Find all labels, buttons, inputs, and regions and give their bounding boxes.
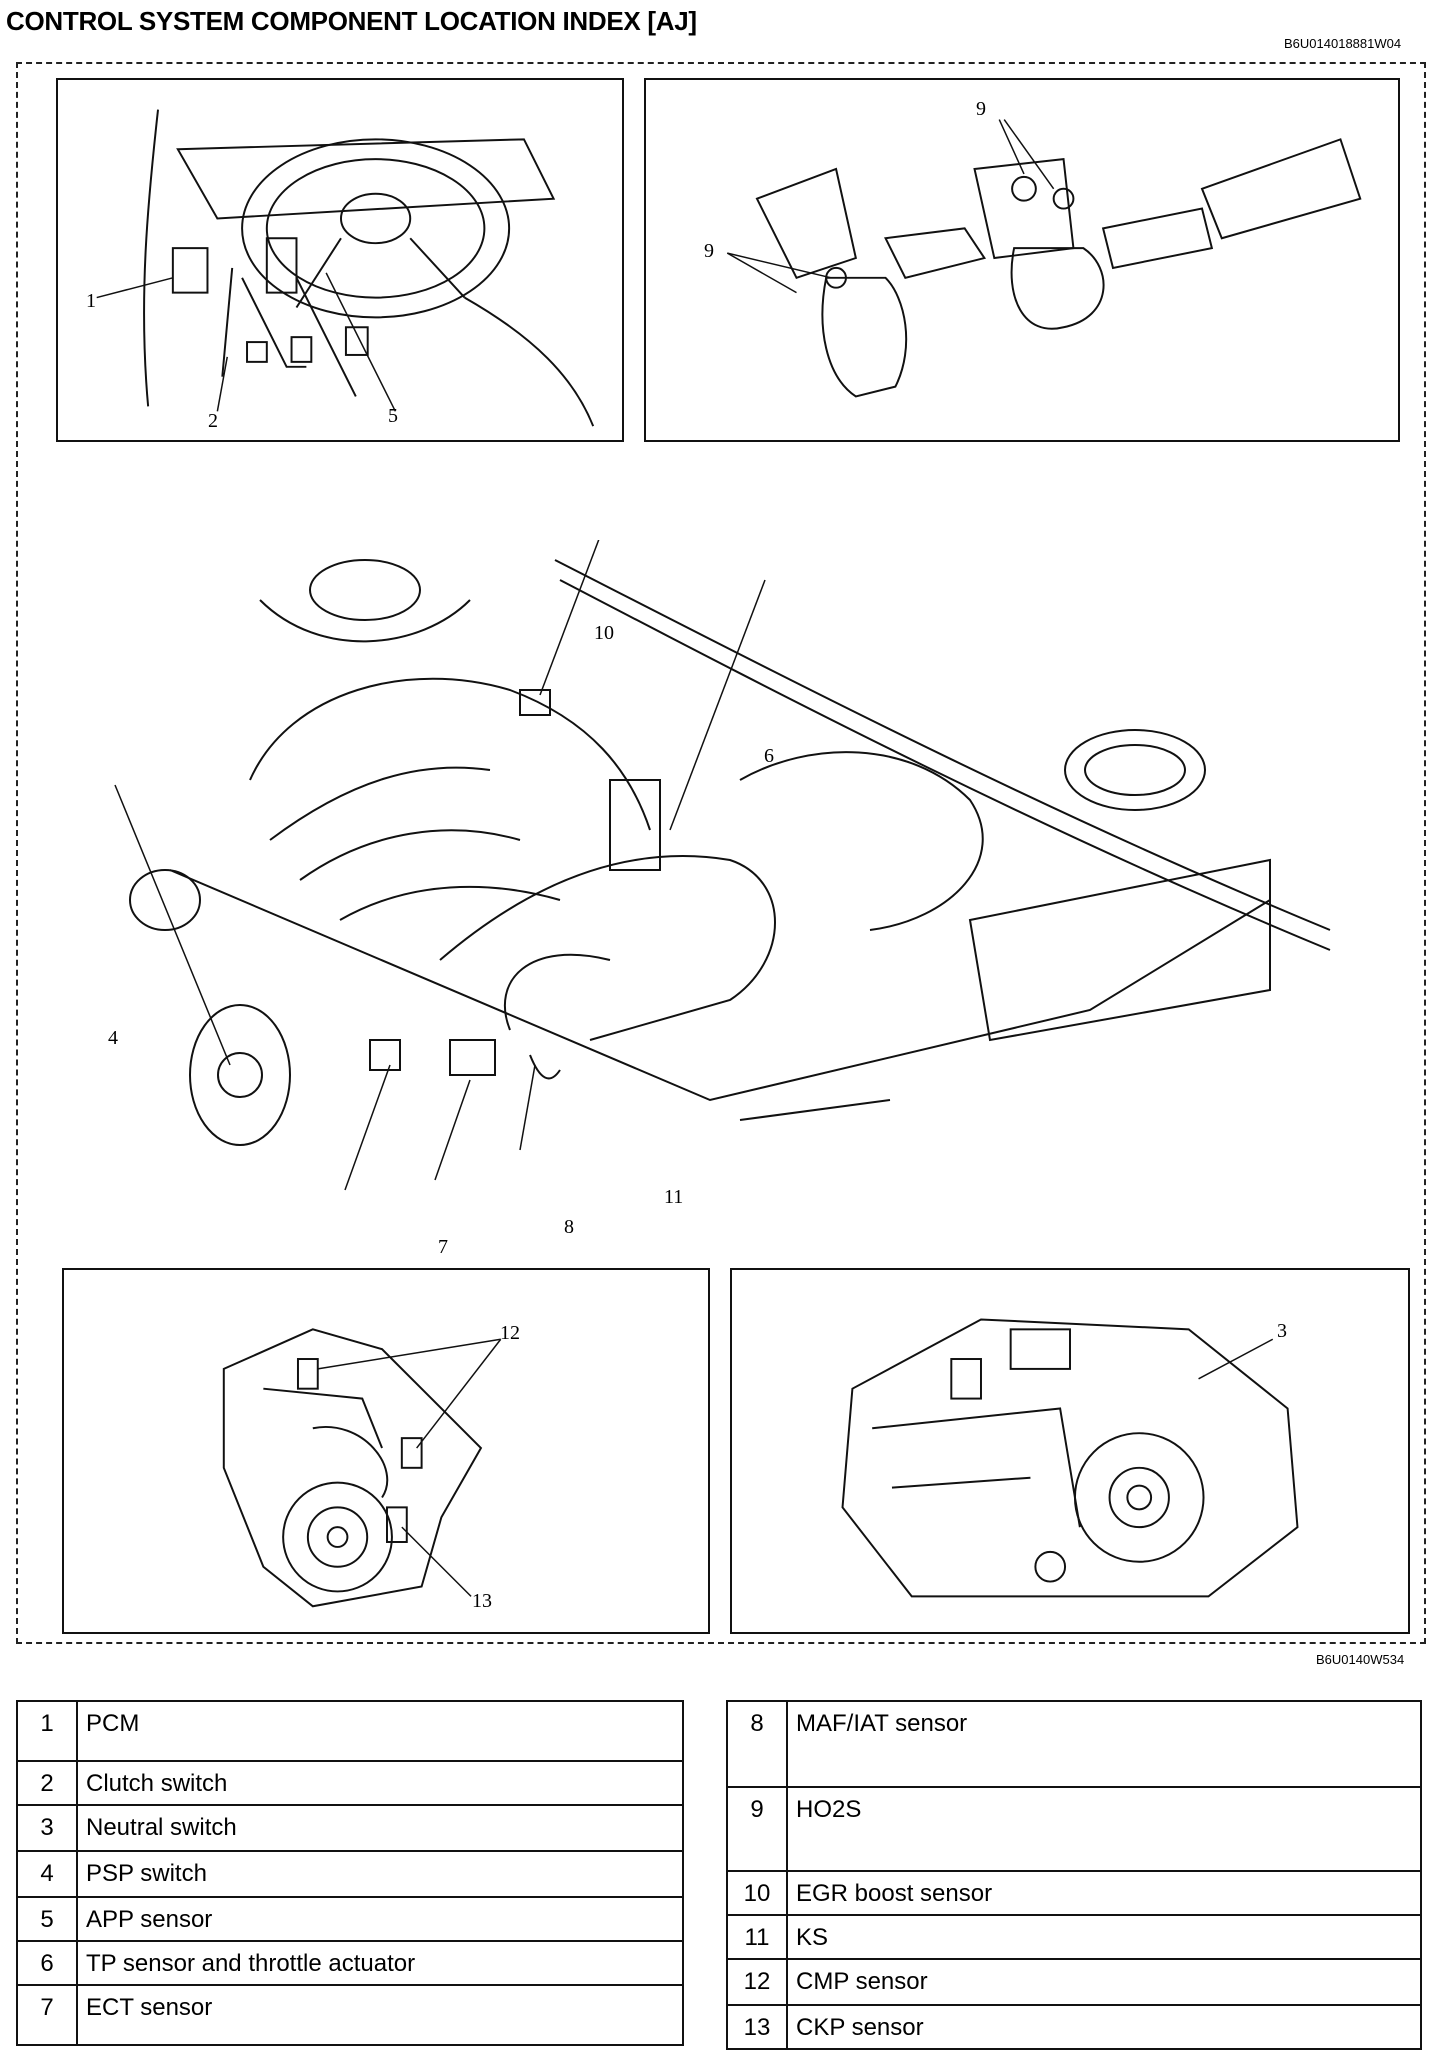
callout-8: 8 — [564, 1216, 574, 1238]
callout-2: 2 — [208, 410, 218, 432]
callout-1: 1 — [86, 290, 96, 312]
item-number: 9 — [726, 1786, 788, 1872]
callout-6: 6 — [764, 745, 774, 767]
item-name: PCM — [76, 1700, 684, 1762]
item-name: TP sensor and throttle actuator — [76, 1940, 684, 1986]
callout-13: 13 — [472, 1590, 492, 1612]
table-row: 6 TP sensor and throttle actuator — [16, 1940, 684, 1986]
transaxle-drawing — [841, 1318, 1299, 1598]
item-number: 11 — [726, 1914, 788, 1960]
item-number: 7 — [16, 1984, 78, 2046]
item-number: 12 — [726, 1958, 788, 2006]
page-title: CONTROL SYSTEM COMPONENT LOCATION INDEX … — [6, 6, 697, 36]
callout-11: 11 — [664, 1186, 684, 1208]
item-number: 10 — [726, 1870, 788, 1916]
table-row: 13 CKP sensor — [726, 2004, 1422, 2050]
panel-transaxle: 3 — [730, 1268, 1410, 1634]
item-name: APP sensor — [76, 1896, 684, 1942]
panel-dashboard: 1 2 5 — [56, 78, 624, 442]
item-name: CKP sensor — [786, 2004, 1422, 2050]
panel-timing-cover: 12 13 — [62, 1268, 710, 1634]
dashboard-drawing — [96, 109, 595, 427]
item-name: MAF/IAT sensor — [786, 1700, 1422, 1788]
table-row: 3 Neutral switch — [16, 1804, 684, 1852]
callout-9-left: 9 — [704, 240, 714, 262]
callout-10: 10 — [594, 622, 614, 644]
document-code: B6U014018881W04 — [1284, 36, 1402, 51]
table-row: 10 EGR boost sensor — [726, 1870, 1422, 1916]
table-row: 8 MAF/IAT sensor — [726, 1700, 1422, 1788]
table-row: 5 APP sensor — [16, 1896, 684, 1942]
item-name: HO2S — [786, 1786, 1422, 1872]
panel-exhaust: 9 9 — [644, 78, 1400, 442]
item-number: 5 — [16, 1896, 78, 1942]
table-row: 1 PCM — [16, 1700, 684, 1762]
callout-3: 3 — [1277, 1320, 1287, 1342]
item-number: 2 — [16, 1760, 78, 1806]
index-table-right: 8 MAF/IAT sensor 9 HO2S 10 EGR boost sen… — [726, 1700, 1422, 2050]
item-name: CMP sensor — [786, 1958, 1422, 2006]
figure-code: B6U0140W534 — [1316, 1652, 1405, 1667]
callout-5: 5 — [388, 405, 398, 427]
item-number: 13 — [726, 2004, 788, 2050]
callout-7: 7 — [438, 1236, 448, 1258]
figure-frame — [16, 62, 1426, 1644]
timing-cover-drawing — [222, 1328, 502, 1608]
callout-12: 12 — [500, 1322, 520, 1344]
callout-4: 4 — [108, 1027, 118, 1049]
table-row: 11 KS — [726, 1914, 1422, 1960]
item-number: 6 — [16, 1940, 78, 1986]
item-name: ECT sensor — [76, 1984, 684, 2046]
item-number: 4 — [16, 1850, 78, 1898]
table-row: 2 Clutch switch — [16, 1760, 684, 1806]
engine-bay-drawing — [90, 540, 1340, 1250]
index-table-left: 1 PCM 2 Clutch switch 3 Neutral switch 4… — [16, 1700, 684, 2046]
item-number: 1 — [16, 1700, 78, 1762]
item-name: Clutch switch — [76, 1760, 684, 1806]
table-row: 12 CMP sensor — [726, 1958, 1422, 2006]
item-name: EGR boost sensor — [786, 1870, 1422, 1916]
item-name: KS — [786, 1914, 1422, 1960]
item-name: PSP switch — [76, 1850, 684, 1898]
item-number: 3 — [16, 1804, 78, 1852]
engine-drawing — [114, 540, 1331, 1191]
table-row: 4 PSP switch — [16, 1850, 684, 1898]
exhaust-drawing — [726, 119, 1362, 398]
item-number: 8 — [726, 1700, 788, 1788]
callout-9-top: 9 — [976, 98, 986, 120]
table-row: 7 ECT sensor — [16, 1984, 684, 2046]
item-name: Neutral switch — [76, 1804, 684, 1852]
table-row: 9 HO2S — [726, 1786, 1422, 1872]
